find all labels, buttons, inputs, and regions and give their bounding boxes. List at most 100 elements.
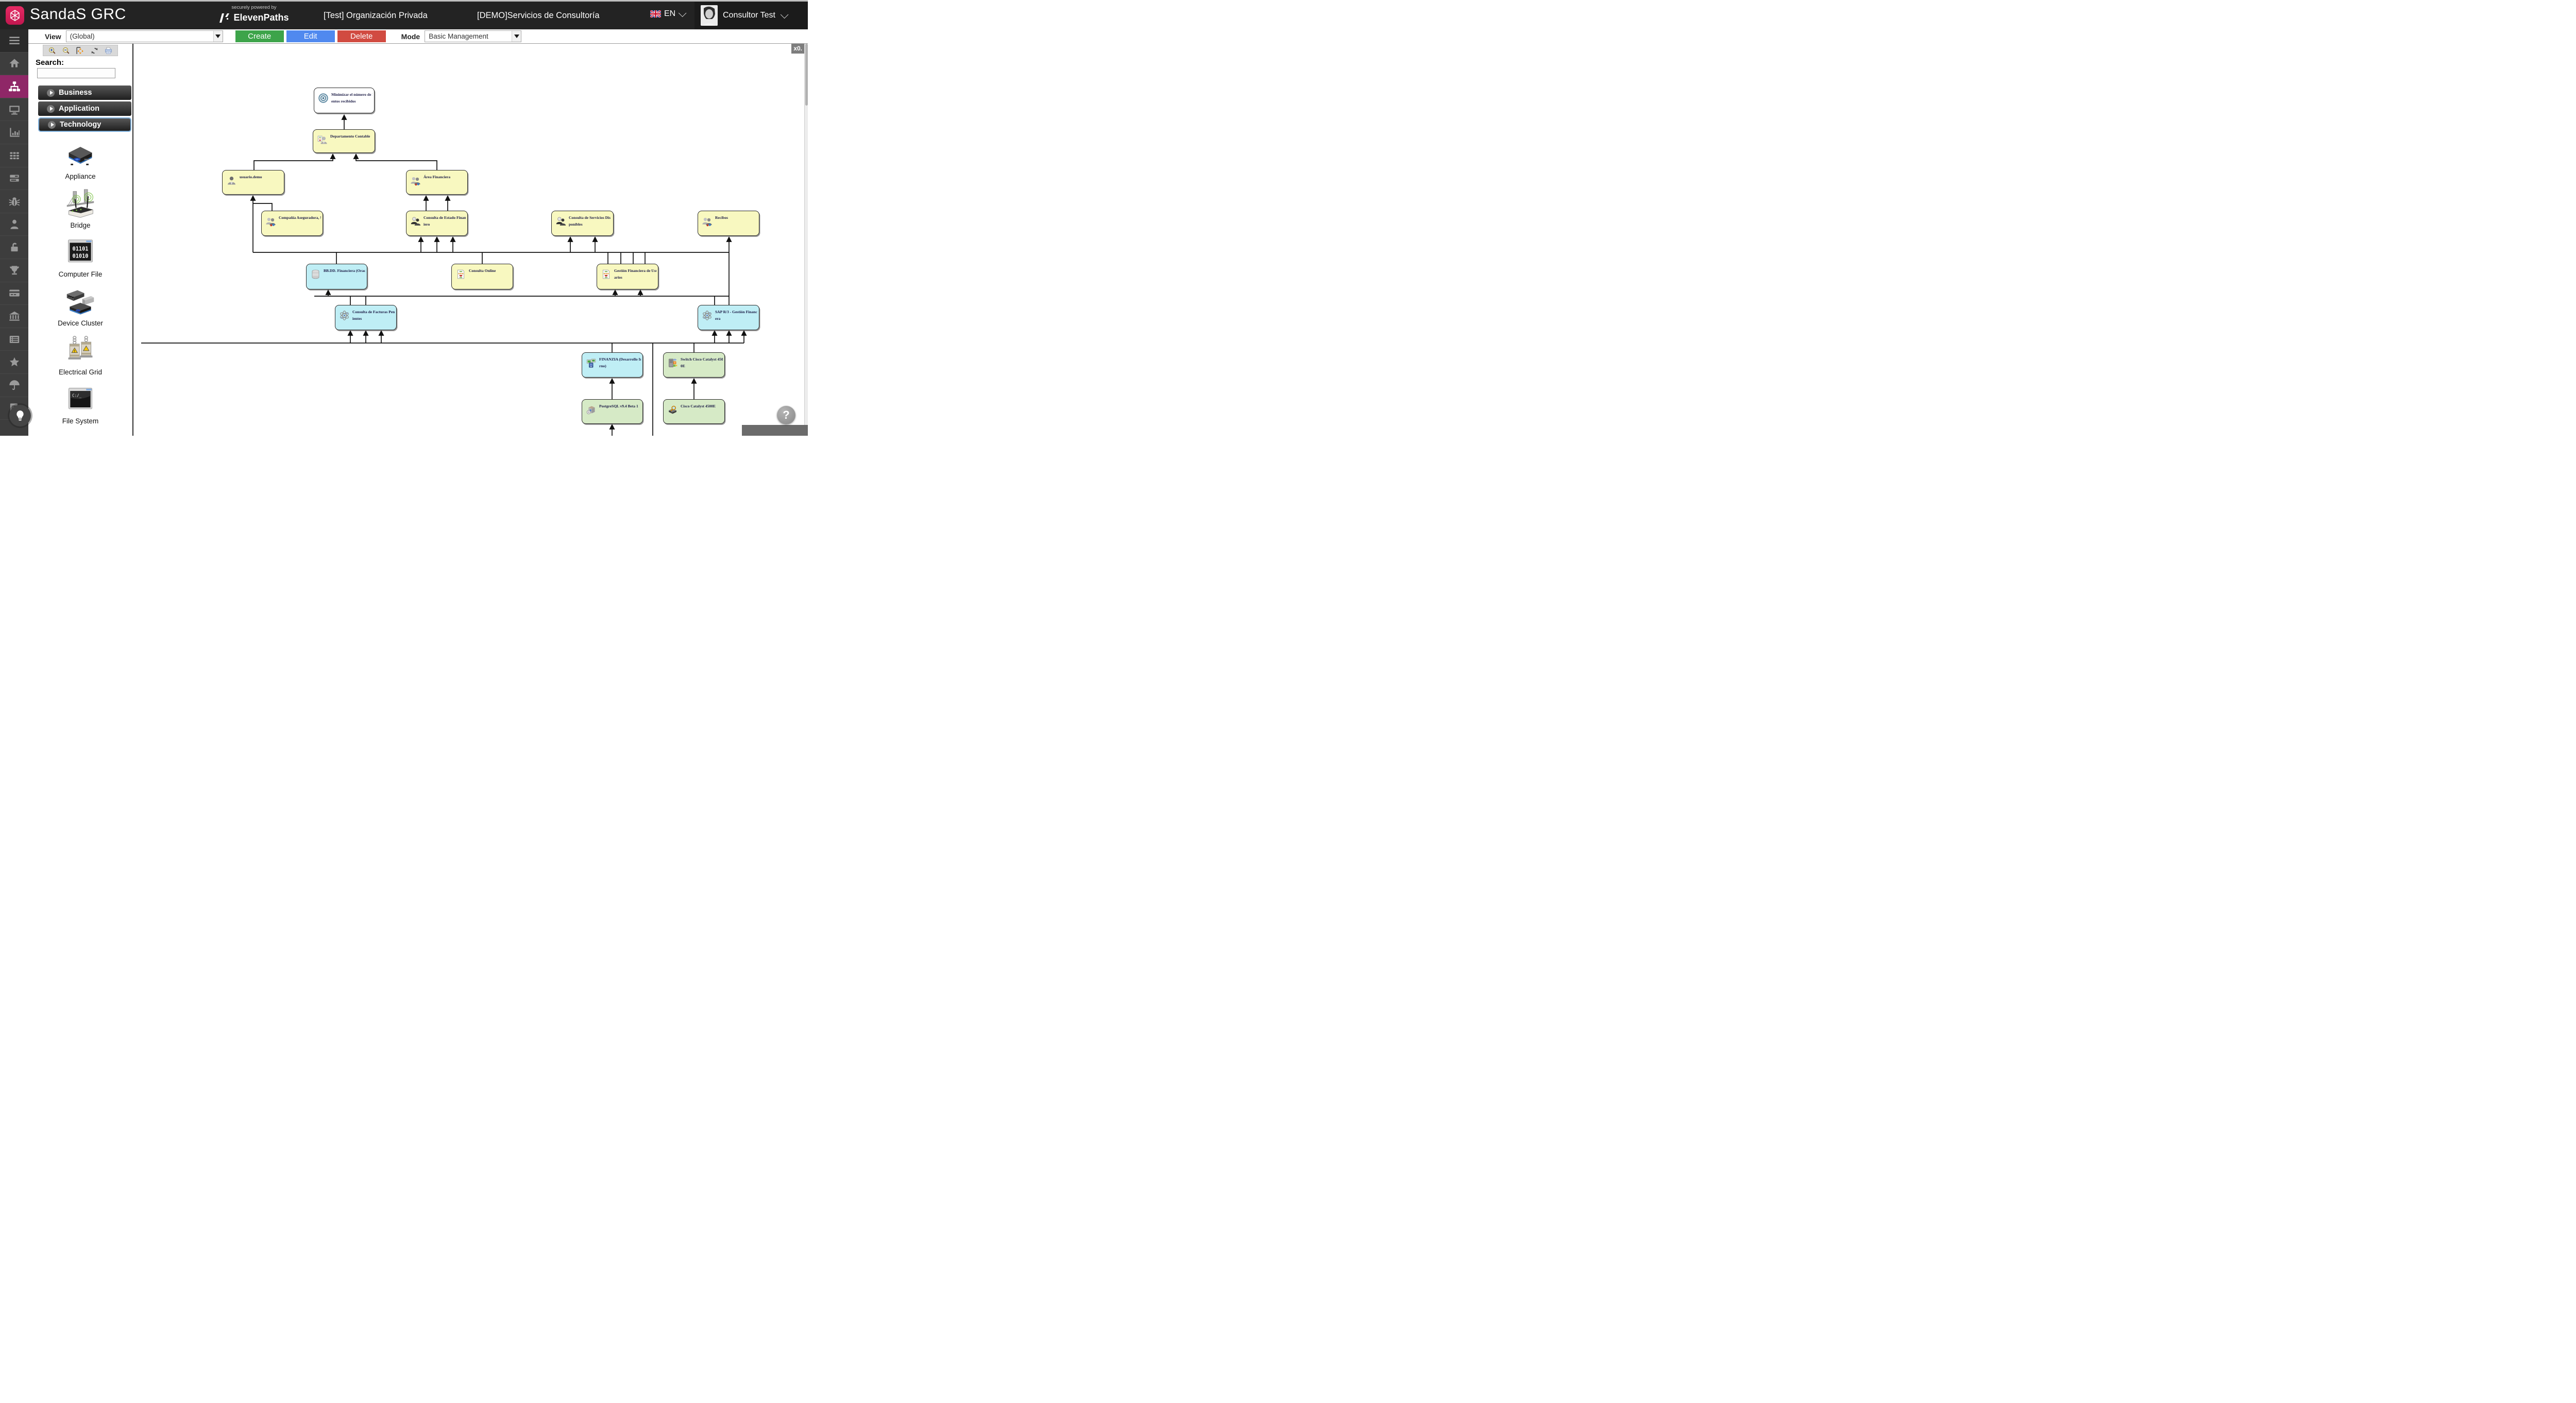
node-label: Recibos — [715, 215, 728, 220]
palette-item-computer-file[interactable]: Computer File — [28, 237, 132, 278]
home-icon — [8, 57, 21, 70]
hint-lightbulb-button[interactable] — [9, 405, 31, 426]
palette-item-bridge[interactable]: Bridge — [28, 189, 132, 229]
diagram-node-bbdd-financiera-oracle[interactable]: BB.DD. Financiera (Oracle) — [306, 264, 367, 289]
doc-icon — [455, 269, 466, 280]
diagram-node-usuario-demo[interactable]: usuario.demo — [222, 170, 284, 195]
target-icon — [318, 93, 329, 104]
top-bar: SandaS GRC securely powered by ElevenPat… — [0, 2, 808, 29]
rail-item-star[interactable] — [0, 351, 28, 374]
rail-item-bank[interactable] — [0, 305, 28, 328]
icon-rail — [0, 29, 28, 436]
rail-item-bug[interactable] — [0, 190, 28, 213]
corner-overlay — [742, 425, 808, 436]
user-name: Consultor Test — [723, 11, 775, 20]
mode-label: Mode — [401, 32, 420, 41]
sandas-logo-icon[interactable] — [6, 6, 24, 25]
credit-card-icon — [8, 286, 21, 300]
rail-item-umbrella[interactable] — [0, 374, 28, 397]
chevron-down-icon — [679, 9, 687, 17]
zoom-in-icon[interactable] — [48, 46, 57, 55]
rail-item-servers[interactable] — [0, 167, 28, 191]
rail-item-bar-chart[interactable] — [0, 121, 28, 144]
bank-icon — [8, 310, 21, 323]
palette-item-label: Bridge — [70, 221, 91, 229]
mode-select-caret[interactable] — [512, 31, 521, 42]
diagram-node-area-financiera[interactable]: Área Financiera — [406, 170, 468, 195]
mode-select[interactable]: Basic Management — [425, 30, 522, 42]
palette-item-electrical-grid[interactable]: Electrical Grid — [28, 335, 132, 376]
print-icon[interactable] — [104, 46, 113, 55]
delete-button[interactable]: Delete — [337, 30, 386, 42]
palette-item-device-cluster[interactable]: Device Cluster — [28, 286, 132, 327]
palette-item-appliance[interactable]: Appliance — [28, 140, 132, 180]
avatar — [701, 5, 718, 26]
group2-icon — [555, 216, 566, 227]
refresh-icon[interactable] — [90, 46, 99, 55]
diagram-node-compania-aseguradora[interactable]: Compañía Aseguradora, S.A. — [261, 211, 323, 236]
accordion-technology[interactable]: Technology — [38, 117, 131, 132]
bug-icon — [8, 195, 21, 208]
node-label: Consulta Online — [469, 268, 496, 273]
edit-button[interactable]: Edit — [286, 30, 335, 42]
rail-item-lock-open[interactable] — [0, 236, 28, 259]
servers-icon — [8, 172, 21, 185]
diagram-node-postgresql-v94-beta1[interactable]: PostgreSQL v9.4 Beta 1 — [582, 399, 643, 424]
diagram-node-cisco-catalyst-4500e[interactable]: Cisco Catalyst 4500E — [663, 399, 725, 424]
diagram-node-consulta-online[interactable]: Consulta Online — [451, 264, 513, 289]
organization-primary[interactable]: [Test] Organización Privada — [324, 11, 428, 20]
doc-icon — [601, 269, 612, 280]
diagram-node-departamento-contable[interactable]: Departamento Contable — [313, 129, 375, 153]
rail-item-trophy[interactable] — [0, 259, 28, 282]
organization-secondary[interactable]: [DEMO]Servicios de Consultoría — [477, 11, 600, 20]
accordion-application[interactable]: Application — [38, 101, 131, 116]
zoom-factor-badge: x0. — [791, 44, 804, 54]
view-select-value: (Global) — [70, 32, 95, 40]
computer-file-icon — [65, 237, 96, 268]
accordion-business[interactable]: Business — [38, 85, 131, 100]
view-select[interactable]: (Global) — [65, 30, 223, 42]
user-menu[interactable]: Consultor Test — [694, 2, 808, 29]
node-label: usuario.demo — [240, 175, 262, 179]
create-button[interactable]: Create — [235, 30, 284, 42]
search-input[interactable] — [37, 68, 115, 78]
mode-select-value: Basic Management — [429, 32, 488, 40]
rail-item-sitemap[interactable] — [0, 75, 28, 98]
rail-item-list-doc[interactable] — [0, 328, 28, 351]
rail-item-grid[interactable] — [0, 144, 28, 167]
node-label: Cisco Catalyst 4500E — [681, 404, 716, 408]
palette-item-file-system[interactable]: File System — [28, 384, 132, 425]
rail-item-monitor[interactable] — [0, 98, 28, 122]
node-label: Departamento Contable — [330, 134, 370, 139]
device-icon — [667, 404, 678, 415]
rail-item-home[interactable] — [0, 53, 28, 76]
help-button[interactable]: ? — [777, 406, 795, 424]
fit-view-icon[interactable] — [76, 46, 84, 55]
rail-item-menu[interactable] — [0, 29, 28, 53]
view-select-caret[interactable] — [213, 31, 223, 42]
group-icon — [410, 175, 421, 186]
zoom-out-icon[interactable] — [62, 46, 71, 55]
language-selector[interactable]: EN — [650, 9, 687, 19]
screen-top-strip — [0, 0, 808, 2]
rail-item-credit-card[interactable] — [0, 282, 28, 305]
grid-icon — [8, 149, 21, 162]
rail-item-person[interactable] — [0, 213, 28, 236]
diagram-node-recibos[interactable]: Recibos — [698, 211, 759, 236]
canvas-scrollbar[interactable] — [804, 44, 808, 436]
package-icon — [586, 404, 597, 415]
